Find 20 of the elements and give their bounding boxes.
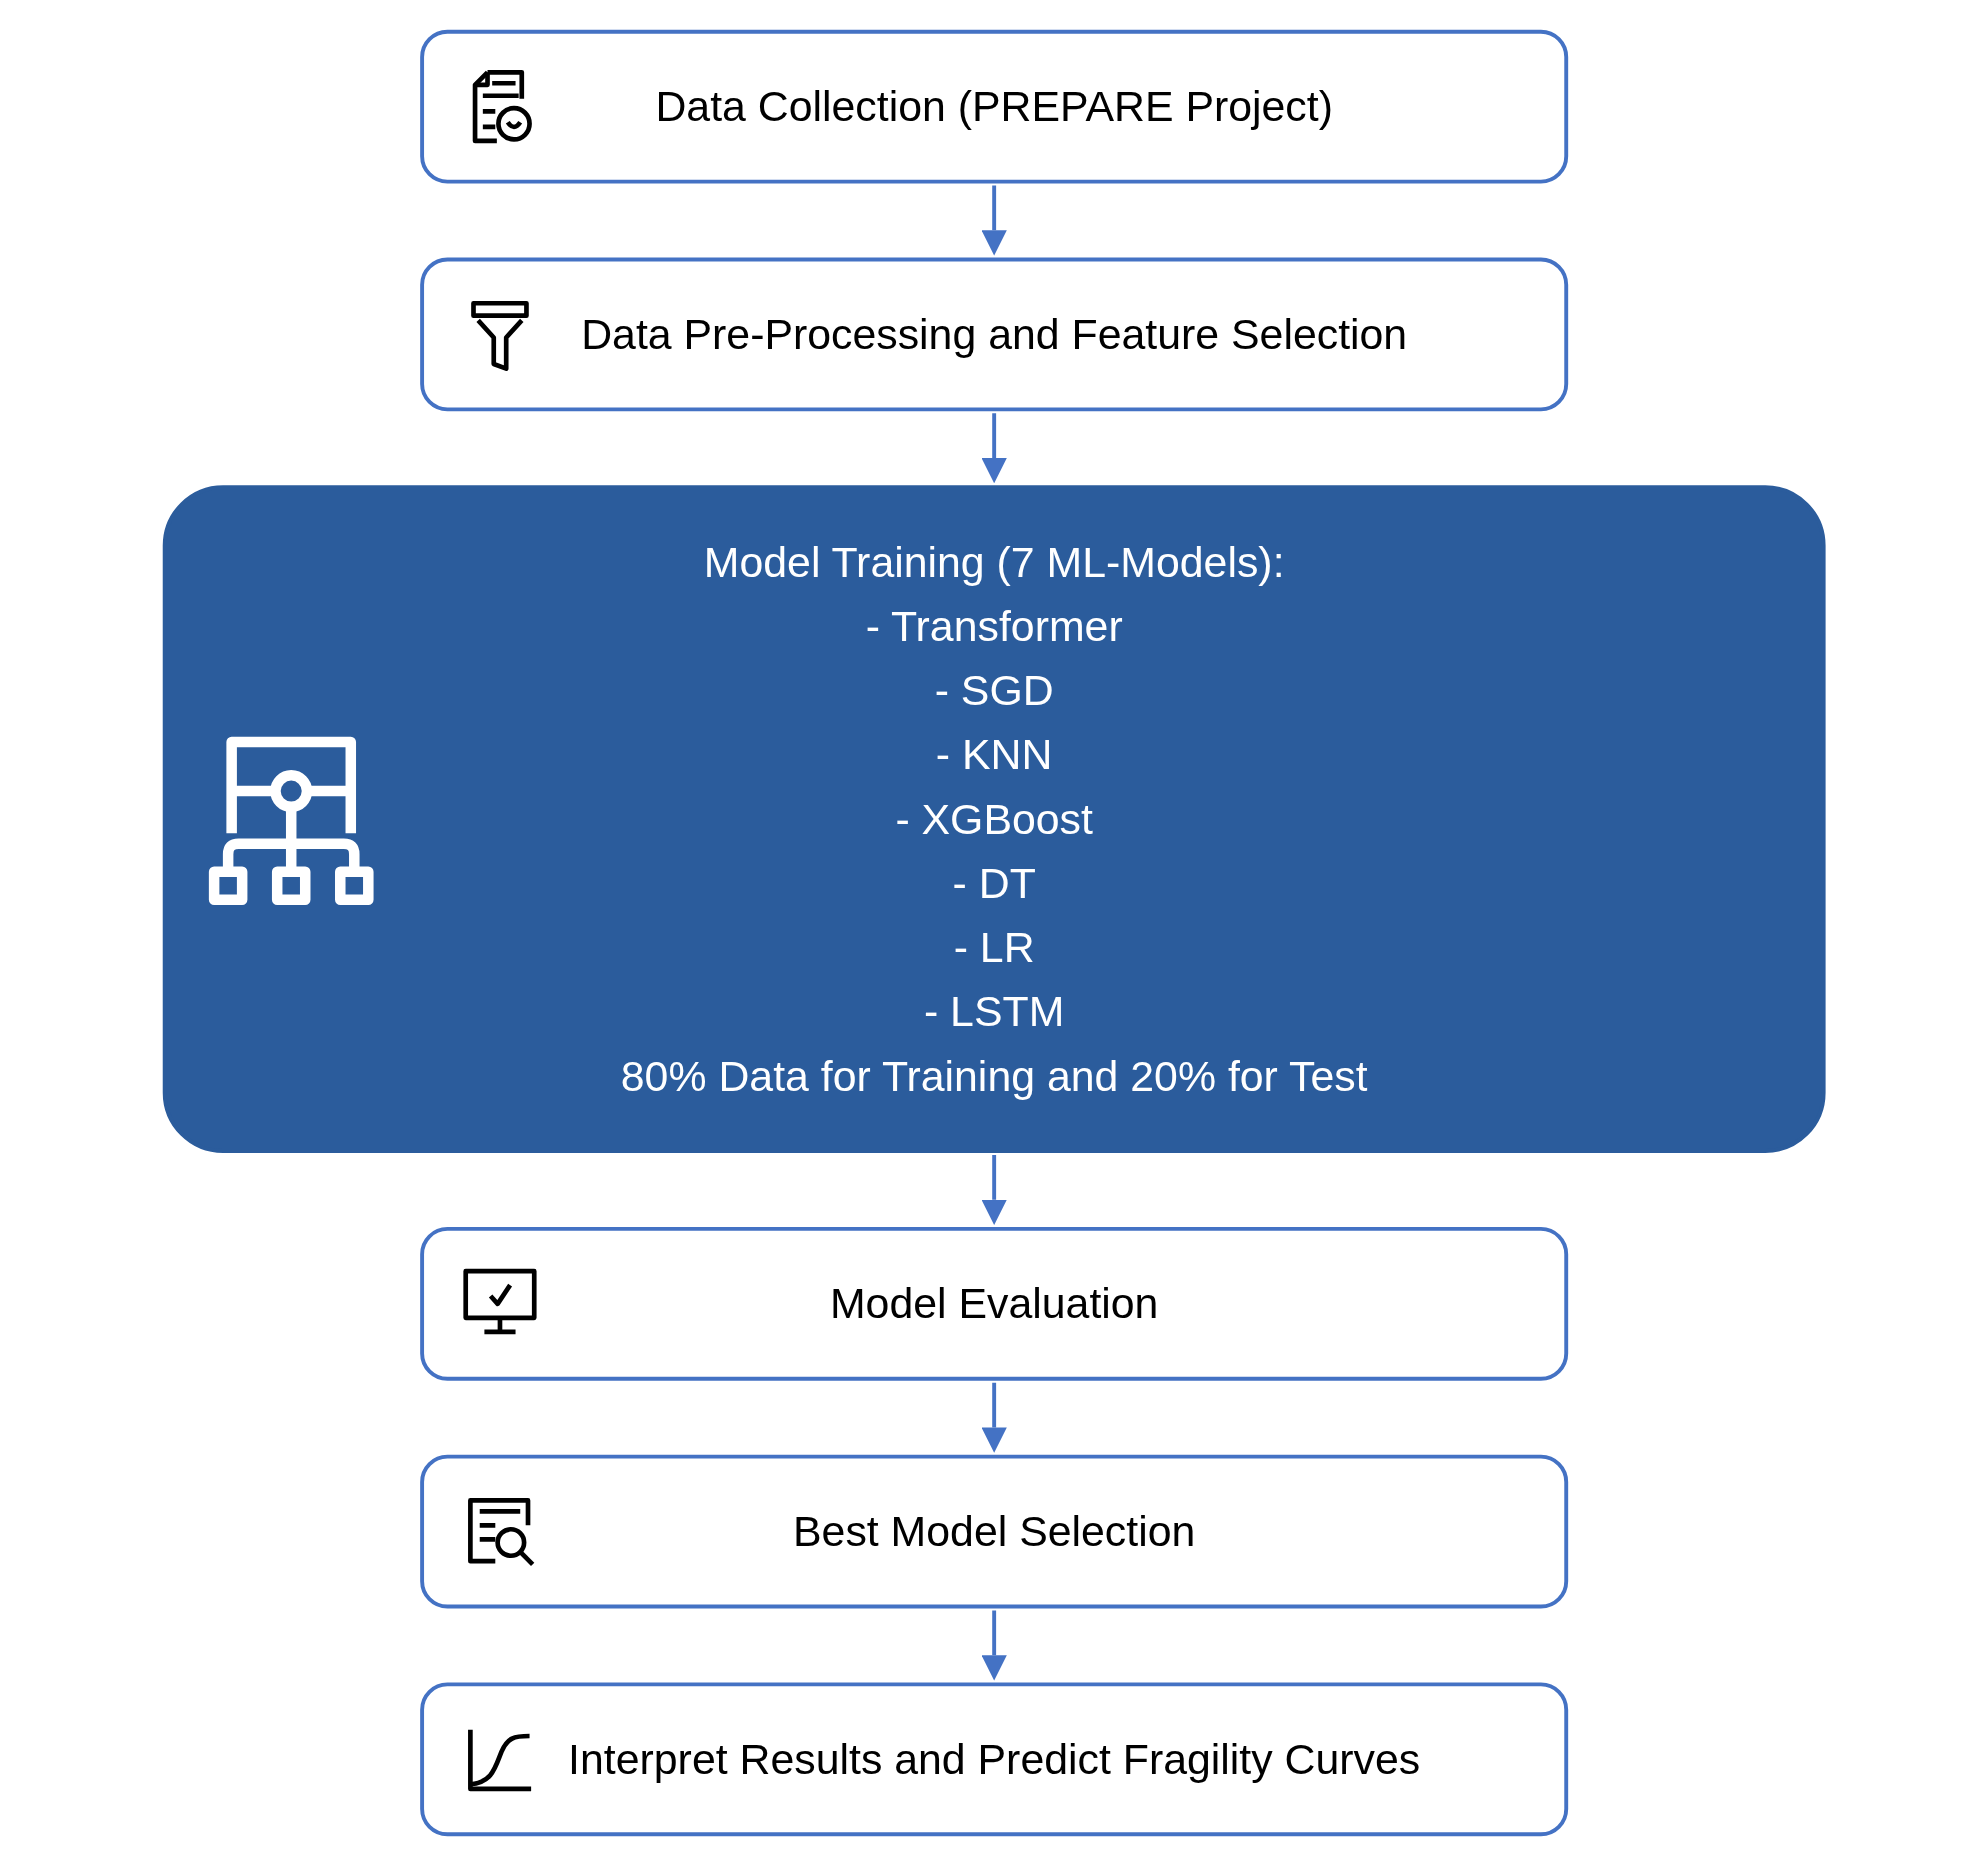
node-label: Best Model Selection <box>792 1506 1196 1557</box>
node-label: Data Pre-Processing and Feature Selection <box>580 309 1407 360</box>
arrow <box>981 185 1007 256</box>
arrow <box>981 1154 1007 1225</box>
node-label: - XGBoost <box>895 794 1093 843</box>
node-label: - Transformer <box>865 602 1123 650</box>
arrow <box>981 1610 1007 1681</box>
node-label: Interpret Results and Predict Fragility Curves <box>567 1734 1421 1785</box>
node-label: - LR <box>953 923 1035 971</box>
arrow <box>981 1382 1007 1453</box>
node-label: - DT <box>952 859 1036 907</box>
node-label: Model Training (7 ML-Models): <box>703 537 1285 586</box>
node-label: - LSTM <box>923 987 1065 1036</box>
node-label: Model Evaluation <box>829 1278 1159 1330</box>
node-label: - KNN <box>935 730 1053 779</box>
arrow <box>981 413 1007 484</box>
node-label: - SGD <box>934 666 1054 714</box>
node-label: 80% Data for Training and 20% for Test <box>620 1051 1368 1100</box>
node-label: Model Training (7 ML-Models): - Transformer - SGD - KNN - XGBoost - DT - LR - LSTM 80% Data for Training and 20% for Test <box>620 536 1368 1102</box>
node-label: Data Collection (PREPARE Project) <box>655 81 1333 132</box>
